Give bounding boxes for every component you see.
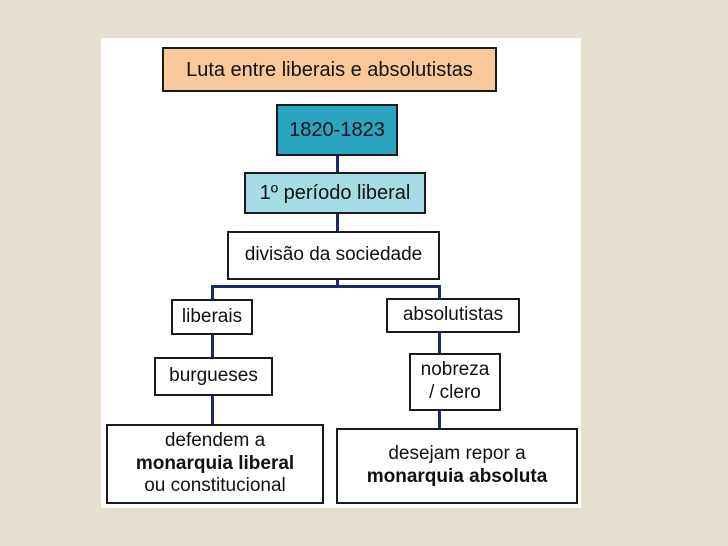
connector-left-down [211,285,214,300]
left-goal-line-3: ou constitucional [144,475,286,497]
connector-years-to-period [336,155,339,173]
left-goal-line-1: defendem a [164,429,266,451]
connector-nobreza-to-goal [438,410,441,429]
left-goal-box: defendem a monarquia liberal ou constitu… [106,424,324,504]
liberais-text: liberais [181,305,243,327]
division-text: divisão da sociedade [244,244,423,266]
nobreza-clero-box: nobreza / clero [409,353,501,411]
right-goal-line-2: monarquia absoluta [366,466,548,487]
period-years-text: 1820-1823 [289,119,385,141]
connector-liberais-to-burgueses [211,334,214,358]
division-box: divisão da sociedade [227,231,440,280]
period-name-box: 1º período liberal [244,172,426,214]
right-goal-line-1: desejam repor a [388,443,526,465]
left-goal-text: defendem a monarquia liberal ou constitu… [136,430,294,498]
title-text: Luta entre liberais e absolutistas [186,58,473,81]
connector-absolutistas-to-nobreza [438,332,441,354]
liberais-box: liberais [171,299,253,335]
clero-line: / clero [429,382,481,403]
right-goal-text: desejam repor a monarquia absoluta [367,443,548,489]
connector-right-down [438,285,441,300]
nobreza-line: nobreza [420,359,490,381]
burgueses-text: burgueses [169,365,258,387]
title-box: Luta entre liberais e absolutistas [162,47,497,92]
nobreza-clero-text: nobreza / clero [421,359,490,405]
connector-branch-horizontal [211,285,441,288]
diagram-panel: Luta entre liberais e absolutistas 1820-… [101,38,581,508]
right-goal-box: desejam repor a monarquia absoluta [336,428,578,504]
left-goal-line-2: monarquia liberal [135,452,295,474]
burgueses-box: burgueses [154,357,273,396]
period-years-box: 1820-1823 [276,104,398,156]
connector-division-down [336,279,339,287]
connector-period-to-division [336,213,339,232]
period-name-text: 1º período liberal [259,182,411,204]
connector-burgueses-to-goal [211,395,214,425]
absolutistas-box: absolutistas [386,298,520,333]
absolutistas-text: absolutistas [402,304,504,326]
